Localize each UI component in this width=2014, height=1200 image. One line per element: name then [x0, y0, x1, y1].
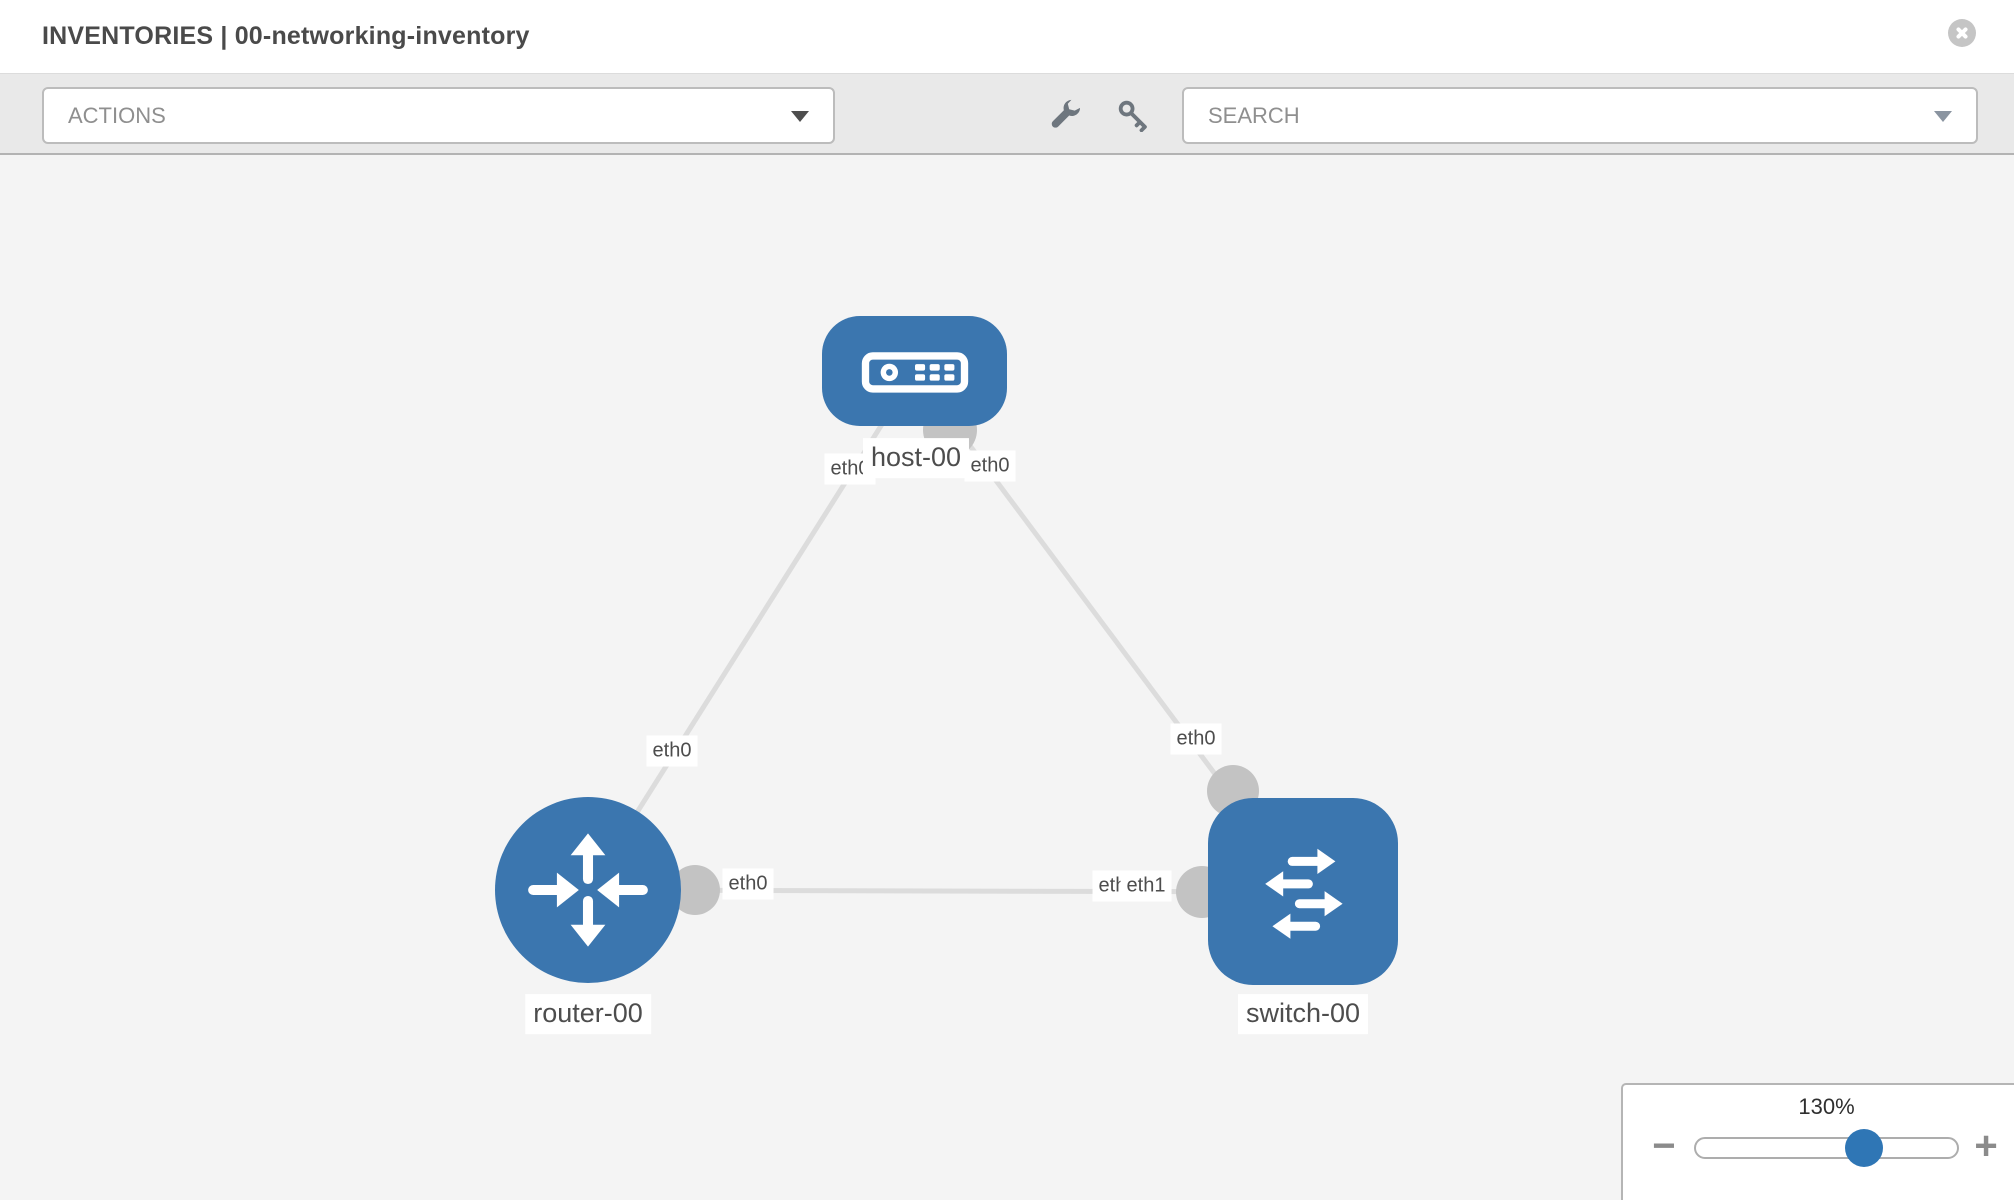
page-title: INVENTORIES | 00-networking-inventory	[42, 22, 530, 50]
switch-icon	[1265, 848, 1343, 939]
node-label-router: router-00	[525, 994, 651, 1034]
interface-label: eth0	[1170, 723, 1222, 755]
breadcrumb-header: INVENTORIES | 00-networking-inventory	[0, 0, 2014, 73]
zoom-slider-handle[interactable]	[1845, 1129, 1883, 1167]
wrench-icon[interactable]	[1049, 98, 1083, 132]
node-label-host: host-00	[862, 438, 970, 478]
interface-label: eth1	[1120, 870, 1172, 902]
actions-dropdown[interactable]: ACTIONS	[42, 87, 835, 144]
zoom-slider-track[interactable]	[1694, 1137, 1959, 1159]
chevron-down-icon	[791, 110, 809, 122]
node-switch-00[interactable]	[1208, 798, 1398, 985]
zoom-level-value: 130%	[1798, 1094, 1855, 1119]
key-icon[interactable]	[1116, 98, 1150, 132]
search-dropdown-label: SEARCH	[1208, 102, 1300, 128]
node-label-switch: switch-00	[1237, 994, 1369, 1034]
zoom-control-panel: 130% − +	[1621, 1083, 2014, 1200]
search-dropdown[interactable]: SEARCH	[1182, 87, 1978, 144]
links-layer	[585, 370, 1306, 918]
interface-label: eth0	[964, 450, 1016, 482]
interface-label: eth0	[646, 735, 698, 767]
node-host-00[interactable]	[822, 316, 1007, 426]
topology-canvas[interactable]: eth0 eth0 eth0 eth0 eth0 eth0 eth1 host-…	[0, 155, 2014, 1200]
interface-dot-router-eth0	[670, 865, 720, 915]
node-router-00[interactable]	[495, 797, 681, 983]
close-icon[interactable]	[1948, 19, 1976, 47]
zoom-in-button[interactable]: +	[1974, 1124, 1998, 1168]
chevron-down-icon	[1934, 110, 1952, 122]
router-icon	[528, 833, 648, 947]
zoom-out-button[interactable]: −	[1652, 1124, 1676, 1168]
toolbar: ACTIONS SEARCH	[0, 73, 2014, 155]
host-icon	[861, 351, 968, 393]
interface-label: eth0	[722, 868, 774, 900]
actions-dropdown-label: ACTIONS	[68, 102, 166, 128]
